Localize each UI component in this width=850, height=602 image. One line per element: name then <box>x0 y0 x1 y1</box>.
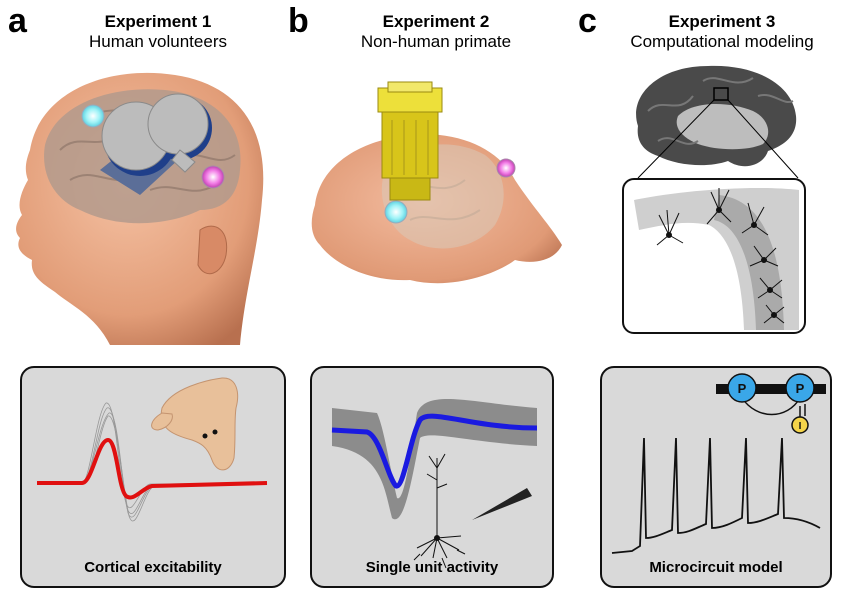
cortex-section <box>634 188 799 330</box>
experiment-3-title: Experiment 3 <box>668 12 776 31</box>
neuron-soma <box>434 535 440 541</box>
pyramidal-neuron-icon <box>413 453 466 569</box>
cyan-electrode-b <box>384 200 408 224</box>
microcircuit-diagram: P P I <box>611 373 826 554</box>
node-p1-label: P <box>738 381 747 396</box>
single-unit-activity-box: Single unit activity <box>310 366 554 588</box>
excitatory-connection <box>741 397 801 416</box>
human-head-illustration <box>16 72 264 345</box>
experiment-1-title: Experiment 1 <box>104 12 212 31</box>
brain-illustration <box>636 65 797 167</box>
microelectrode-icon <box>472 488 532 520</box>
zoom-region-marker <box>713 87 729 101</box>
panel-letter-b: b <box>288 2 309 40</box>
experiment-2-subtitle: Non-human primate <box>360 31 512 51</box>
microcircuit-model-box: P P I Microcircuit model <box>600 366 832 588</box>
ear <box>197 225 228 275</box>
caption-single-unit-activity: Single unit activity <box>365 559 499 576</box>
caption-cortical-excitability: Cortical excitability <box>84 559 222 576</box>
experiment-3-subtitle: Computational modeling <box>630 31 814 51</box>
node-i-label: I <box>799 421 802 432</box>
experiment-1-heading: Experiment 1 Human volunteers <box>38 12 278 51</box>
node-p2-label: P <box>796 381 805 396</box>
node-i: I <box>791 416 809 434</box>
electrode-drive <box>377 81 443 201</box>
magenta-electrode-b <box>496 158 516 178</box>
spike-train-trace <box>611 437 821 554</box>
mep-mean-trace <box>37 437 268 500</box>
mep-trace-plot <box>37 377 268 522</box>
caption-microcircuit-model: Microcircuit model <box>649 559 783 576</box>
experiment-2-heading: Experiment 2 Non-human primate <box>316 12 556 51</box>
panel-letter-c: c <box>578 2 597 40</box>
experiment-2-title: Experiment 2 <box>382 12 490 31</box>
waveform-variance-band <box>332 398 537 520</box>
magenta-electrode <box>201 165 225 189</box>
hand-icon <box>151 377 239 471</box>
tms-coil <box>100 93 212 195</box>
zoom-lines <box>637 99 799 179</box>
panel-letter-a: a <box>8 2 27 40</box>
cortex-zoom-box <box>622 178 806 334</box>
waveform-mean-trace <box>331 413 538 489</box>
node-p1: P <box>727 373 757 403</box>
experiment-3-heading: Experiment 3 Computational modeling <box>602 12 842 51</box>
spike-waveform-plot <box>331 398 538 569</box>
cyan-electrode <box>81 104 105 128</box>
node-p2: P <box>785 373 815 403</box>
membrane-bar <box>716 384 826 394</box>
primate-head-illustration <box>311 81 562 284</box>
experiment-1-subtitle: Human volunteers <box>89 31 227 51</box>
cortical-excitability-box: Cortical excitability <box>20 366 286 588</box>
mep-trial-traces <box>37 402 268 522</box>
